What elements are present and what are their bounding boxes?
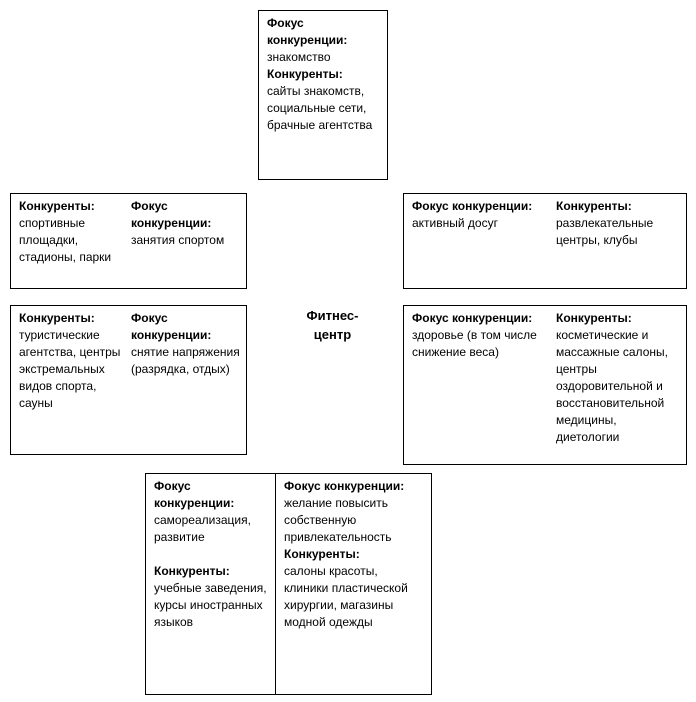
competitors-label: Конкуренты: — [19, 311, 95, 325]
competitors-value: учебные заведения, курсы иностранных язы… — [154, 581, 267, 629]
focus-label: Фокус конкуренции: — [284, 479, 405, 493]
focus-label: Фокус конкуренции: — [131, 311, 212, 342]
competitors-label: Конкуренты: — [267, 67, 343, 81]
box-columns: Конкуренты: спортивные площадки, стадион… — [19, 198, 240, 266]
competitors-label: Конкуренты: — [154, 564, 230, 578]
box-relaxation-focus: Конкуренты: туристические агентства, цен… — [10, 305, 247, 455]
focus-label: Фокус конкуренции: — [412, 311, 533, 325]
competitors-value: салоны красоты, клиники пластической хир… — [284, 564, 408, 629]
focus-label: Фокус конкуренции: — [154, 479, 235, 510]
box-development-focus: Фокус конкуренции: самореализация, разви… — [145, 473, 276, 695]
focus-label: Фокус конкуренции: — [412, 199, 533, 213]
competitors-label: Конкуренты: — [556, 311, 632, 325]
box-dating-focus: Фокус конкуренции: знакомство Конкуренты… — [258, 10, 388, 180]
box-attractiveness-focus: Фокус конкуренции: желание повысить собс… — [275, 473, 432, 695]
box-sport-focus: Конкуренты: спортивные площадки, стадион… — [10, 193, 247, 289]
focus-label: Фокус конкуренции: — [267, 16, 348, 47]
focus-value: знакомство — [267, 50, 331, 64]
focus-value: занятия спортом — [131, 233, 225, 247]
center-label-line2: центр — [313, 327, 352, 342]
focus-column: Фокус конкуренции: снятие напряжения (ра… — [123, 310, 240, 378]
focus-column: Фокус конкуренции: здоровье (в том числе… — [412, 310, 548, 361]
competitors-column: Конкуренты: косметические и массажные са… — [548, 310, 680, 446]
competitors-value: туристические агентства, центры экстрема… — [19, 328, 121, 410]
focus-column: Фокус конкуренции: занятия спортом — [123, 198, 240, 249]
center-label-line1: Фитнес- — [306, 308, 359, 323]
box-columns: Фокус конкуренции: здоровье (в том числе… — [412, 310, 680, 446]
box-health-focus: Фокус конкуренции: здоровье (в том числе… — [403, 305, 687, 465]
competitors-label: Конкуренты: — [556, 199, 632, 213]
competitors-value: сайты знакомств, социальные сети, брачны… — [267, 84, 373, 132]
focus-value: желание повысить собственную привлекател… — [284, 496, 392, 544]
focus-value: здоровье (в том числе снижение веса) — [412, 328, 537, 359]
competitors-column: Конкуренты: спортивные площадки, стадион… — [19, 198, 123, 266]
focus-column: Фокус конкуренции: активный досуг — [412, 198, 548, 232]
focus-value: снятие напряжения (разрядка, отдых) — [131, 345, 240, 376]
competitors-column: Конкуренты: туристические агентства, цен… — [19, 310, 123, 412]
focus-value: активный досуг — [412, 216, 498, 230]
box-leisure-focus: Фокус конкуренции: активный досуг Конкур… — [403, 193, 687, 289]
box-columns: Конкуренты: туристические агентства, цен… — [19, 310, 240, 412]
box-columns: Фокус конкуренции: активный досуг Конкур… — [412, 198, 680, 249]
focus-value: самореализация, развитие — [154, 513, 251, 544]
competitors-label: Конкуренты: — [284, 547, 360, 561]
competitors-value: спортивные площадки, стадионы, парки — [19, 216, 112, 264]
competitors-value: развлекательные центры, клубы — [556, 216, 654, 247]
focus-label: Фокус конкуренции: — [131, 199, 212, 230]
center-label-fitness-center: Фитнес- центр — [270, 306, 395, 344]
competitors-label: Конкуренты: — [19, 199, 95, 213]
competitors-column: Конкуренты: развлекательные центры, клуб… — [548, 198, 680, 249]
competitors-value: косметические и массажные салоны, центры… — [556, 328, 668, 444]
